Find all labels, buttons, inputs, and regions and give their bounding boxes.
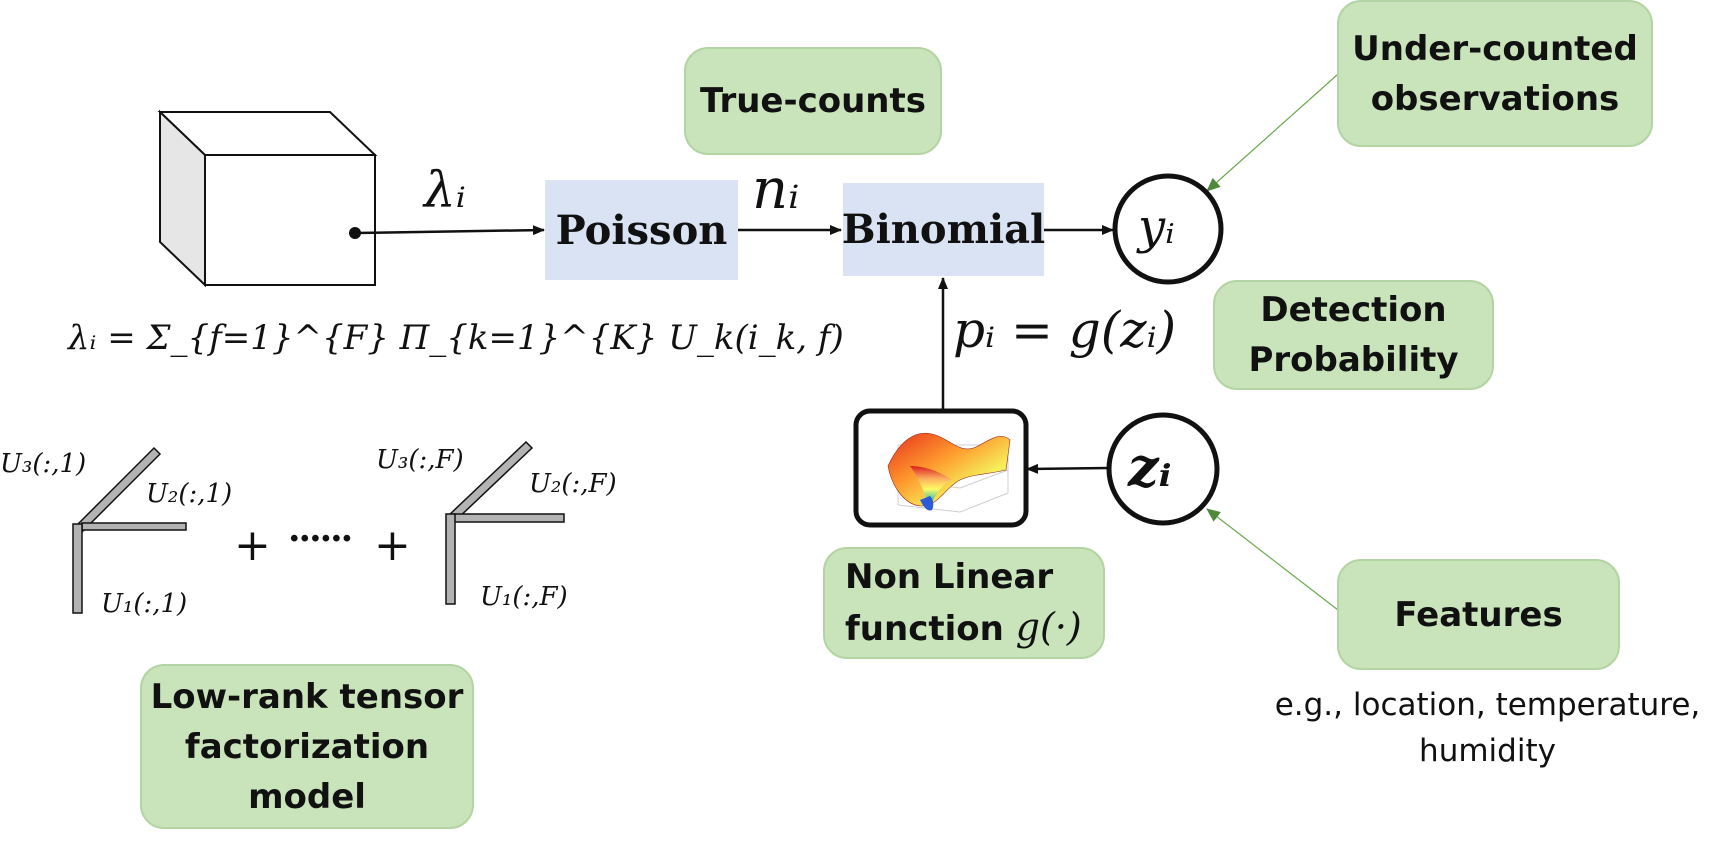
z-node-label: zᵢ — [1127, 435, 1172, 499]
edge-tensor-poisson — [354, 225, 545, 236]
y-node-label: yᵢ — [1136, 199, 1175, 255]
nonlinear-line2: function — [845, 609, 1004, 649]
u2-1-label: U₂(:,1) — [146, 479, 232, 509]
features-callout: Features — [1337, 559, 1620, 670]
u3-F-label: U₃(:,F) — [376, 445, 464, 475]
ellipsis-dots: ······ — [288, 518, 351, 560]
g-function-math: g(·) — [1015, 605, 1082, 649]
plus-sign-2: + — [374, 520, 411, 571]
features-examples: e.g., location, temperature, humidity — [1265, 682, 1710, 774]
z-node-circle — [1106, 412, 1220, 526]
binomial-node: Binomial — [841, 183, 1046, 276]
poisson-label: Poisson — [555, 206, 728, 254]
nonlinear-line2-wrap: function g(·) — [845, 602, 1082, 654]
u1-1-label: U₁(:,1) — [101, 589, 187, 619]
u2-F-label: U₂(:,F) — [529, 469, 617, 499]
under-counted-line2: observations — [1370, 78, 1620, 119]
surface-plot-icon — [853, 408, 1029, 528]
n-edge-label: nᵢ — [752, 157, 799, 222]
detection-line2: Probability — [1248, 340, 1459, 380]
p-equation: pᵢ = g(zᵢ) — [953, 301, 1176, 359]
features-text: Features — [1394, 594, 1563, 635]
nonlinear-line1: Non Linear — [845, 557, 1054, 597]
binomial-label: Binomial — [841, 206, 1046, 253]
edge-z-g — [1026, 463, 1110, 474]
u3-1-label: U₃(:,1) — [0, 449, 86, 479]
connector-features — [1206, 508, 1339, 611]
u1-F-label: U₁(:,F) — [480, 582, 568, 612]
plus-sign-1: + — [234, 520, 271, 571]
rank-one-tensor-icon-2 — [445, 440, 565, 605]
detection-probability-callout: Detection Probability — [1213, 280, 1494, 390]
features-examples-line2: humidity — [1419, 733, 1556, 769]
tensor-cube-icon — [157, 109, 378, 288]
true-counts-callout: True-counts — [684, 47, 942, 155]
rank-one-tensor-icon-1 — [72, 446, 187, 614]
features-examples-line1: e.g., location, temperature, — [1274, 687, 1701, 723]
under-counted-callout: Under-counted observations — [1337, 0, 1653, 147]
poisson-node: Poisson — [545, 180, 738, 280]
y-node-circle — [1112, 173, 1224, 285]
low-rank-line2: factorization — [184, 726, 430, 767]
detection-line1: Detection — [1260, 290, 1447, 330]
nonlinear-function-callout: Non Linear function g(·) — [823, 547, 1105, 659]
true-counts-text: True-counts — [699, 81, 926, 121]
low-rank-line3: model — [248, 776, 366, 817]
low-rank-model-callout: Low-rank tensor factorization model — [140, 664, 474, 829]
under-counted-line1: Under-counted — [1352, 28, 1638, 69]
low-rank-line1: Low-rank tensor — [150, 676, 464, 717]
lambda-edge-label: λᵢ — [422, 161, 466, 219]
lambda-formula: λᵢ = Σ_{f=1}^{F} Π_{k=1}^{K} U_k(i_k, f) — [66, 318, 844, 358]
connector-under-counted — [1206, 74, 1338, 192]
